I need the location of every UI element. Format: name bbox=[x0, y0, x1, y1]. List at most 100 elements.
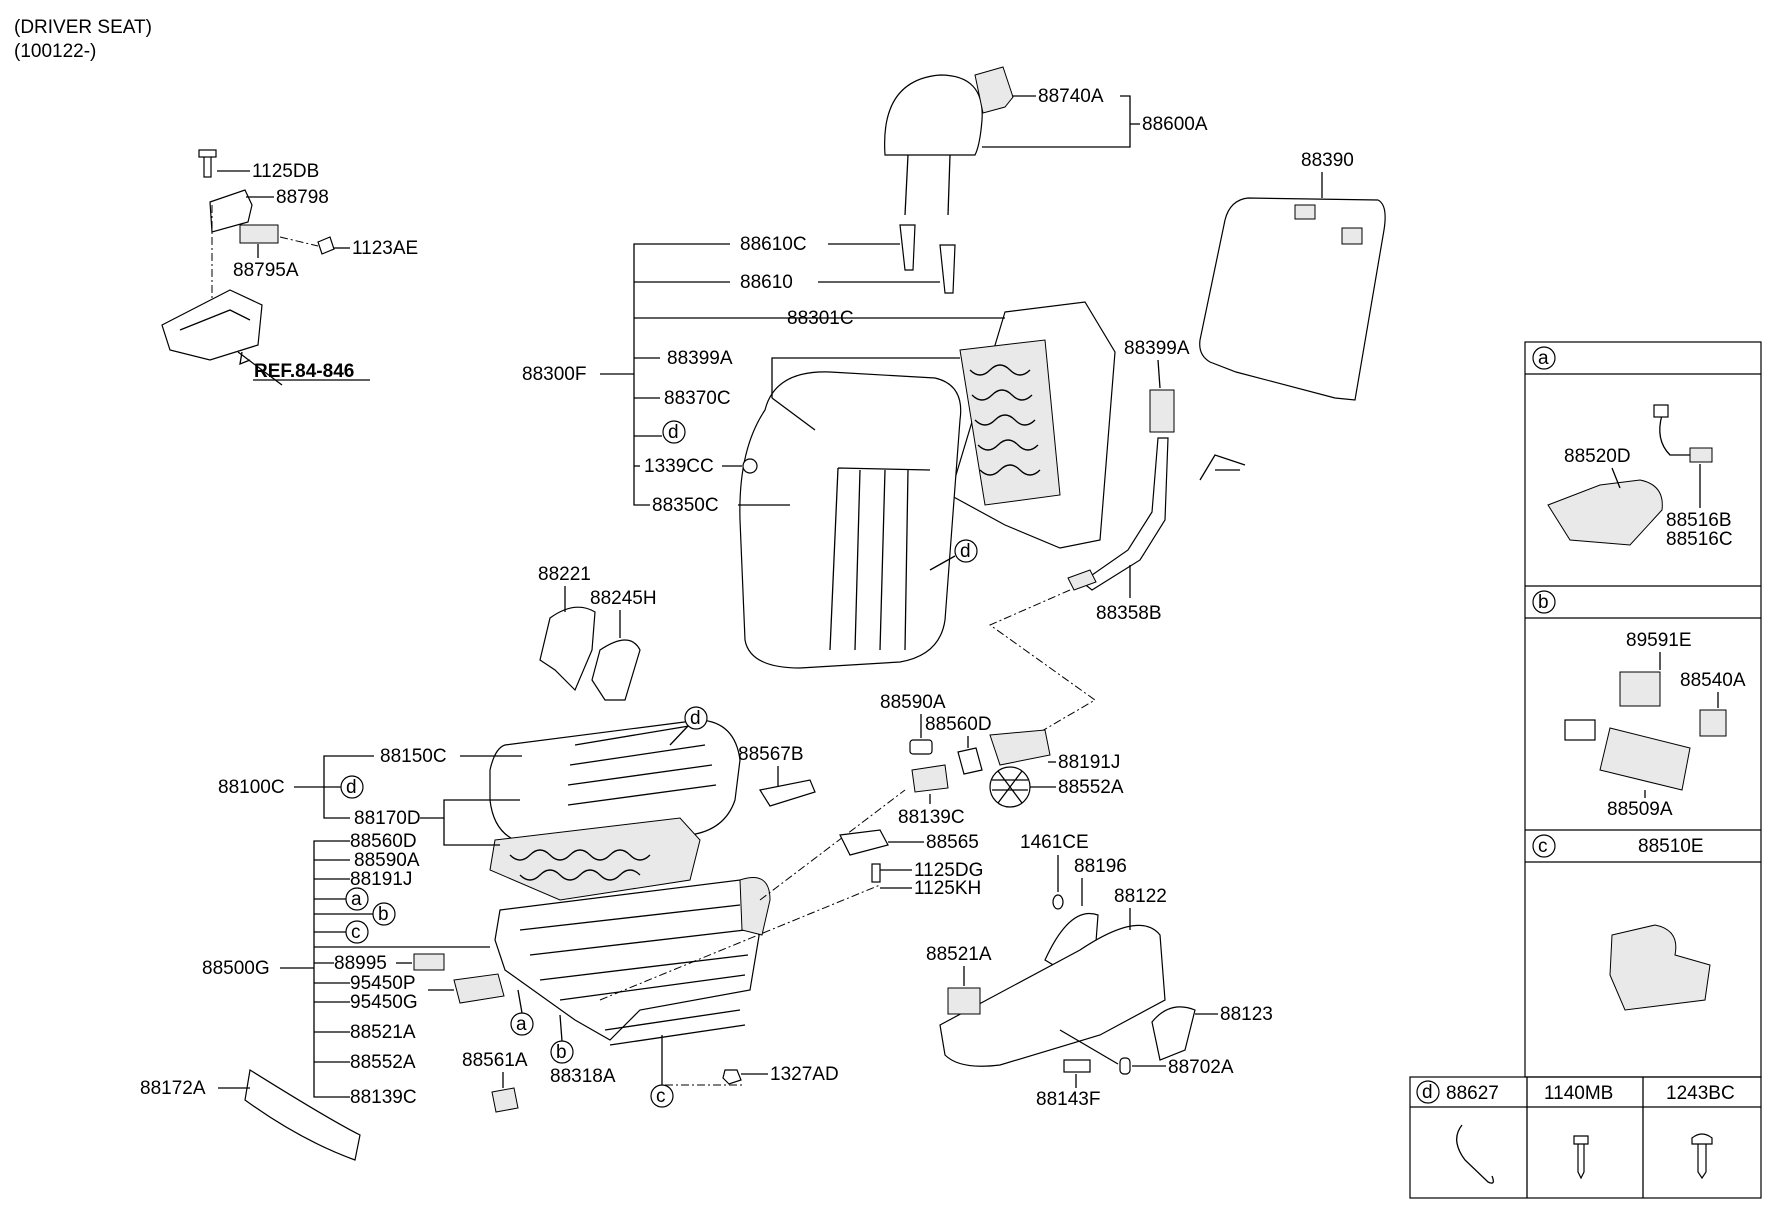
diagram-date-range: (100122-) bbox=[14, 41, 96, 62]
ref-84-846-link[interactable]: REF.84-846 bbox=[254, 361, 354, 382]
legend-c-title: 88510E bbox=[1638, 836, 1704, 857]
callout-1125DG: 1125DG bbox=[914, 860, 983, 881]
legend-b-part-3: 88509A bbox=[1607, 799, 1673, 820]
callout-88567B: 88567B bbox=[738, 744, 804, 765]
callout-88561A: 88561A bbox=[462, 1050, 528, 1071]
callout-88170D: 88170D bbox=[354, 808, 421, 829]
recliner-icon bbox=[739, 877, 771, 936]
guide-88740a-icon bbox=[974, 66, 1014, 114]
screw-1123ae-icon bbox=[317, 236, 335, 255]
module-88995-icon bbox=[413, 953, 445, 971]
bracket-assembly-drawing bbox=[161, 149, 370, 386]
callout-88500G: 88500G bbox=[202, 958, 270, 979]
legend-b-pump-icon bbox=[1599, 727, 1691, 791]
legend-a-part-1: 88520D bbox=[1564, 446, 1631, 467]
bolt-1125db-icon bbox=[203, 154, 212, 178]
pad-88560d-icon bbox=[957, 747, 983, 775]
circle-ref-b-track-letter: b bbox=[556, 1042, 567, 1063]
callout-88590A-left: 88590A bbox=[354, 850, 420, 871]
air-duct-drawing bbox=[1067, 389, 1175, 591]
clip-1461ce-icon bbox=[1052, 894, 1064, 910]
callout-88139C-right: 88139C bbox=[898, 807, 965, 828]
legend-d-circle bbox=[1416, 1080, 1440, 1104]
callout-88100C: 88100C bbox=[218, 777, 285, 798]
legend-c-letter: c bbox=[1538, 836, 1548, 857]
callout-1327AD: 1327AD bbox=[770, 1064, 839, 1085]
clip-88561a-icon bbox=[491, 1087, 519, 1113]
circle-ref-d-back-letter: d bbox=[668, 422, 679, 443]
legend-b-connector-icon bbox=[1699, 709, 1727, 737]
legend-b-part-2: 88540A bbox=[1680, 670, 1746, 691]
trim-88172a-icon bbox=[244, 1069, 361, 1161]
cover-88567b-icon bbox=[759, 779, 816, 807]
callout-88318A: 88318A bbox=[550, 1066, 616, 1087]
callout-88565: 88565 bbox=[926, 832, 979, 853]
legend-panel: a 88520D 88516B 88516C b 89591E 88540A 8… bbox=[1524, 341, 1762, 1078]
callout-88399A-left: 88399A bbox=[667, 348, 733, 369]
seat-back-frame-drawing bbox=[949, 301, 1116, 549]
nut-1327ad-icon bbox=[722, 1069, 742, 1085]
callout-88191J-right: 88191J bbox=[1058, 752, 1120, 773]
motor-88191j-icon bbox=[989, 729, 1051, 766]
guide-88610c-icon bbox=[899, 224, 916, 271]
legend-a-part-3: 88516C bbox=[1666, 529, 1733, 550]
legend-c-motor-icon bbox=[1609, 924, 1711, 1011]
duct-88358b-icon bbox=[1080, 437, 1169, 591]
callout-88122: 88122 bbox=[1114, 886, 1167, 907]
back-pad-icon bbox=[959, 339, 1061, 506]
circle-ref-d-cushion bbox=[684, 706, 708, 730]
bracket-88565-icon bbox=[839, 829, 889, 856]
headrest-icon bbox=[884, 74, 983, 156]
diagram-title: (DRIVER SEAT) bbox=[14, 17, 152, 38]
module-95450-icon bbox=[453, 973, 505, 1004]
circle-ref-a-left-letter: a bbox=[351, 889, 362, 910]
seat-back-cover-drawing bbox=[739, 371, 962, 669]
callout-88552A-right: 88552A bbox=[1058, 777, 1124, 798]
legend-d-col-1: 88627 bbox=[1446, 1083, 1499, 1104]
callout-88300F: 88300F bbox=[522, 364, 586, 385]
callout-88172A: 88172A bbox=[140, 1078, 206, 1099]
callout-88221: 88221 bbox=[538, 564, 591, 585]
circle-ref-d-cover-letter: d bbox=[960, 541, 971, 562]
callout-88740A: 88740A bbox=[1038, 86, 1104, 107]
circle-ref-d-back bbox=[662, 420, 686, 444]
bolt-1125dg-icon bbox=[871, 863, 881, 883]
callout-95450P: 95450P bbox=[350, 973, 416, 994]
circle-ref-d-left-letter: d bbox=[346, 777, 357, 798]
bracket-base-icon bbox=[161, 289, 263, 361]
circle-ref-a-left bbox=[345, 887, 369, 911]
callout-88702A: 88702A bbox=[1168, 1057, 1234, 1078]
legend-d-col-3: 1243BC bbox=[1666, 1083, 1735, 1104]
legend-d-letter: d bbox=[1422, 1082, 1433, 1103]
callout-88399A-right: 88399A bbox=[1124, 338, 1190, 359]
circle-ref-d-cushion-letter: d bbox=[690, 708, 701, 729]
legend-c-circle bbox=[1532, 834, 1556, 858]
callout-88139C-left: 88139C bbox=[350, 1087, 417, 1108]
screw-1243bc-icon bbox=[1691, 1133, 1713, 1180]
callout-88560D-left: 88560D bbox=[350, 831, 417, 852]
circle-ref-d-cover bbox=[954, 539, 978, 563]
shield-88221-icon bbox=[539, 606, 596, 692]
circle-ref-a-track-letter: a bbox=[516, 1014, 527, 1035]
seat-track-drawing bbox=[494, 877, 771, 1046]
legend-a-motor-icon bbox=[1547, 479, 1663, 546]
legend-a-circle bbox=[1532, 346, 1556, 370]
legend-b-letter: b bbox=[1538, 592, 1549, 613]
circle-ref-c-track-letter: c bbox=[656, 1086, 666, 1107]
cover-88245h-icon bbox=[591, 639, 641, 701]
callout-88610C: 88610C bbox=[740, 234, 807, 255]
knob-88143f-icon bbox=[1063, 1059, 1091, 1073]
callout-88143F: 88143F bbox=[1036, 1089, 1100, 1110]
side-shield-drawing bbox=[539, 606, 641, 701]
back-panel-drawing bbox=[1199, 197, 1386, 481]
circle-ref-c-left-letter: c bbox=[351, 922, 361, 943]
back-panel-88390-icon bbox=[1199, 197, 1386, 401]
switch-88139c-icon bbox=[911, 764, 949, 793]
callout-88196: 88196 bbox=[1074, 856, 1127, 877]
pad-88590a-icon bbox=[909, 739, 933, 755]
callout-88358B: 88358B bbox=[1096, 603, 1162, 624]
callout-88301C: 88301C bbox=[787, 308, 854, 329]
module-88795a-icon bbox=[239, 224, 279, 244]
seat-frame-icon bbox=[494, 879, 761, 1041]
callout-1461CE: 1461CE bbox=[1020, 832, 1089, 853]
